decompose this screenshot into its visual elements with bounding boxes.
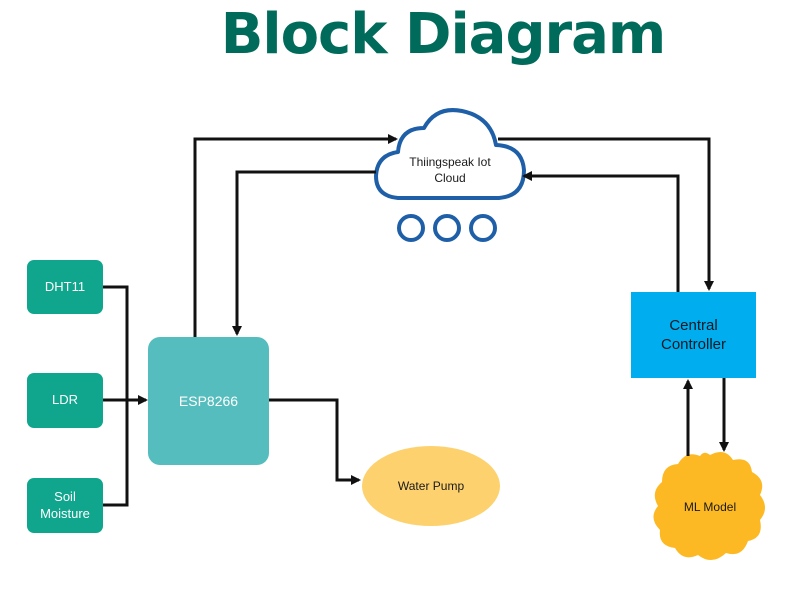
dht11-label: DHT11: [44, 278, 86, 294]
controller-label-line2: Controller: [660, 336, 727, 353]
cloud-label-line1: Thiingspeak Iot: [409, 154, 491, 169]
esp8266-node: ESP8266: [148, 337, 269, 465]
esp8266-label: ESP8266: [178, 393, 239, 409]
page-title: Block Diagram: [220, 2, 667, 67]
water-pump-shape: [362, 446, 500, 526]
controller-label-line1: Central: [669, 316, 718, 334]
soil-label-line2: Moisture: [40, 505, 90, 521]
dht11-node: DHT11: [27, 260, 103, 314]
connector-group: [103, 134, 729, 507]
ml-model-label: ML Model: [683, 500, 737, 514]
ml-model-shape: [653, 451, 765, 561]
connector-cloud-controller: [498, 137, 714, 291]
central-controller-node: Central Controller: [631, 292, 756, 378]
soil-moisture-node: Soil Moisture: [27, 478, 103, 533]
ldr-node: LDR: [27, 373, 103, 428]
connector-esp-pump: [269, 398, 361, 485]
cloud-label-line2: Cloud: [434, 171, 466, 185]
cloud-node-label: Thiingspeak Iot Cloud: [385, 150, 515, 190]
ldr-label: LDR: [51, 392, 78, 408]
connector-soil: [103, 400, 129, 507]
connector-esp-cloud: [193, 134, 398, 337]
soil-label-line1: Soil: [54, 489, 76, 505]
connector-controller-cloud: [522, 171, 680, 292]
water-pump-label: Water Pump: [397, 479, 465, 493]
connector-cloud-esp: [232, 170, 376, 336]
connector-dht11: [103, 285, 129, 400]
cloud-icon: [374, 108, 526, 242]
